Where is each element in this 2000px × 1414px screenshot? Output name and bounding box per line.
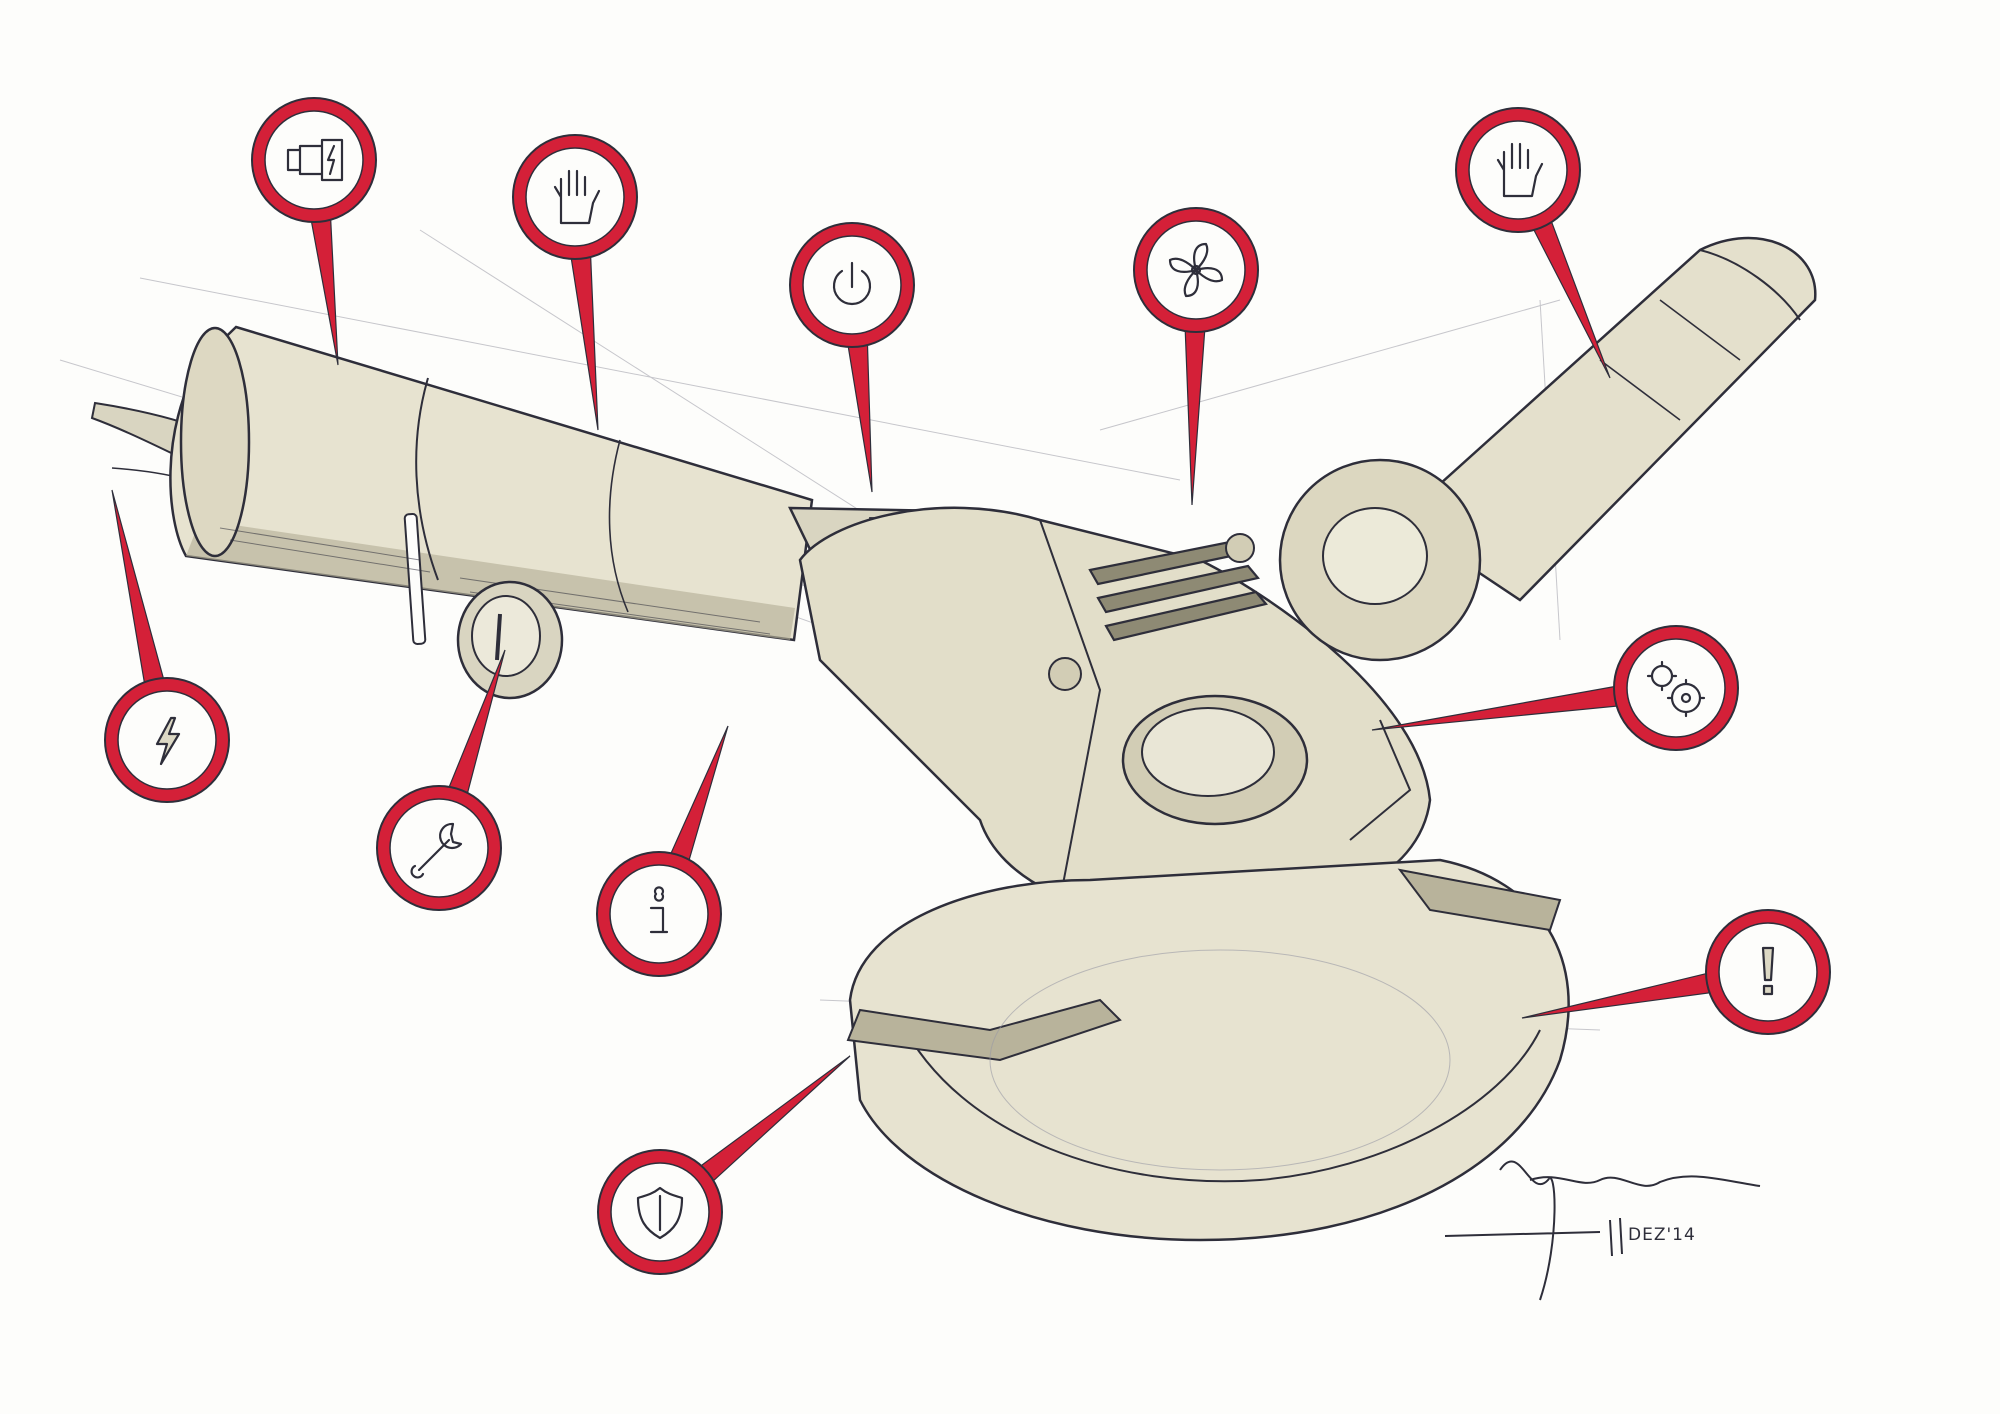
disc-guard	[846, 858, 1570, 1242]
callout-motor	[251, 97, 377, 366]
callout-face	[264, 110, 364, 210]
wrench-icon	[410, 822, 463, 879]
fan-icon	[1168, 242, 1224, 298]
signature-date: DEZ'14	[1628, 1225, 1696, 1245]
callout-face	[1468, 120, 1568, 220]
motor-icon	[286, 138, 344, 182]
callout-pointer	[696, 1055, 851, 1186]
callout-power-switch	[789, 222, 915, 493]
callout-pointer	[1184, 325, 1206, 506]
callout-pointer	[668, 725, 729, 866]
callout-gearbox	[1371, 625, 1739, 751]
callout-pointer	[1371, 685, 1623, 731]
callout-brush-service	[376, 649, 506, 911]
callout-side-handle	[1455, 107, 1611, 379]
hand-icon	[1496, 142, 1544, 198]
hand-icon	[553, 169, 601, 225]
callout-pointer	[111, 489, 166, 689]
exclamation-icon	[1761, 946, 1775, 996]
callout-information	[596, 725, 729, 977]
callout-warning	[1521, 909, 1831, 1035]
callout-grip-body	[512, 134, 638, 431]
callout-pointer	[569, 251, 599, 431]
gears-icon	[1646, 660, 1706, 718]
vent-slots	[1088, 538, 1268, 642]
callout-face	[609, 864, 709, 964]
artist-signature: DEZ'14	[1444, 1160, 1761, 1301]
callout-face	[389, 798, 489, 898]
shield-icon	[636, 1186, 684, 1240]
signature-scribble	[1444, 1160, 1761, 1301]
gear-head	[798, 506, 1432, 922]
callout-protection-guard	[597, 1055, 851, 1275]
callout-power-supply	[104, 489, 230, 803]
lightning-icon	[155, 716, 181, 766]
info-icon	[649, 886, 669, 934]
side-handle	[1278, 236, 1817, 662]
callout-cooling-vents	[1133, 207, 1259, 506]
callout-pointer	[309, 213, 339, 366]
power-icon	[832, 261, 872, 306]
brush-cap	[456, 580, 564, 700]
callout-face	[525, 147, 625, 247]
callout-pins	[104, 97, 1831, 1275]
